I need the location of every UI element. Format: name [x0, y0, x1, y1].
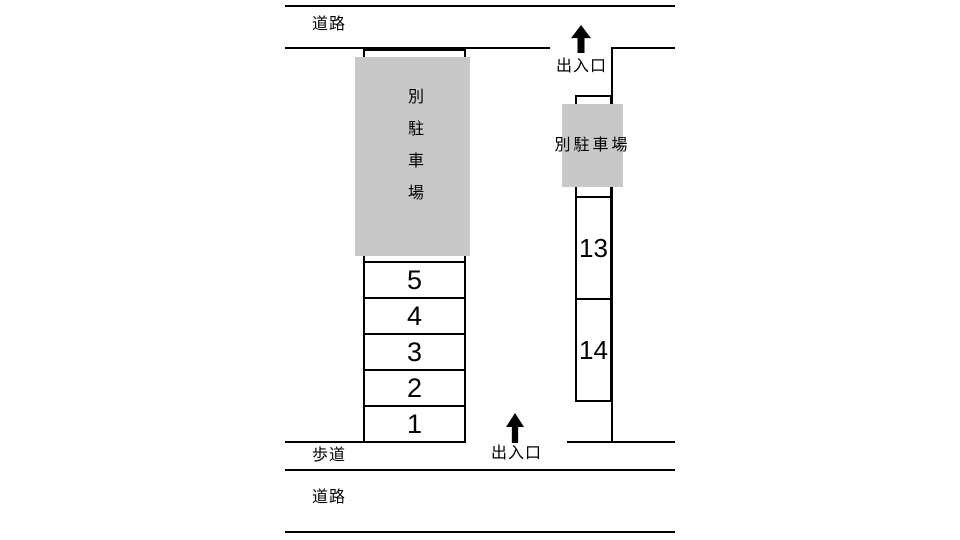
aux-lot-left-label: 別駐車場 — [407, 89, 424, 202]
lot-right-boundary-line — [611, 47, 613, 443]
stall-cell-1: 1 — [365, 405, 464, 441]
road-bottom-label: 道路 — [312, 489, 347, 506]
stall-cell-3: 3 — [365, 333, 464, 369]
road-top-lower-line-right — [611, 47, 675, 49]
aux-lot-right-label: 別駐車場 — [554, 136, 631, 154]
lot-bottom-line-right — [567, 441, 675, 443]
stall-cell-4: 4 — [365, 297, 464, 333]
stall-cell-5: 5 — [365, 261, 464, 297]
entrance-bottom-label: 出入口 — [491, 445, 543, 462]
stall-number: 4 — [406, 300, 423, 331]
stall-cell-2: 2 — [365, 369, 464, 405]
stall-number: 3 — [406, 336, 423, 367]
stall-cell-14: 14 — [577, 298, 610, 400]
stall-number: 13 — [579, 233, 608, 263]
road-top-label: 道路 — [312, 16, 347, 33]
stall-number: 5 — [406, 264, 423, 295]
sidewalk-label: 歩道 — [312, 447, 347, 464]
up-arrow-icon — [571, 25, 591, 53]
aux-lot-left-block — [355, 57, 470, 256]
sidewalk-bottom-line — [285, 469, 675, 471]
road-top-upper-line — [285, 5, 675, 7]
aux-lot-right-block: 別駐車場 — [555, 104, 628, 187]
stall-number: 14 — [579, 335, 608, 365]
entrance-top-label: 出入口 — [556, 58, 608, 75]
road-top-lower-line-left — [285, 47, 550, 49]
right-stall-column: 13 14 — [575, 95, 612, 402]
up-arrow-icon — [506, 413, 524, 443]
stall-number: 2 — [406, 372, 423, 403]
road-bottom-line — [285, 531, 675, 533]
stall-number: 1 — [406, 408, 423, 439]
stall-cell-13: 13 — [577, 196, 610, 298]
